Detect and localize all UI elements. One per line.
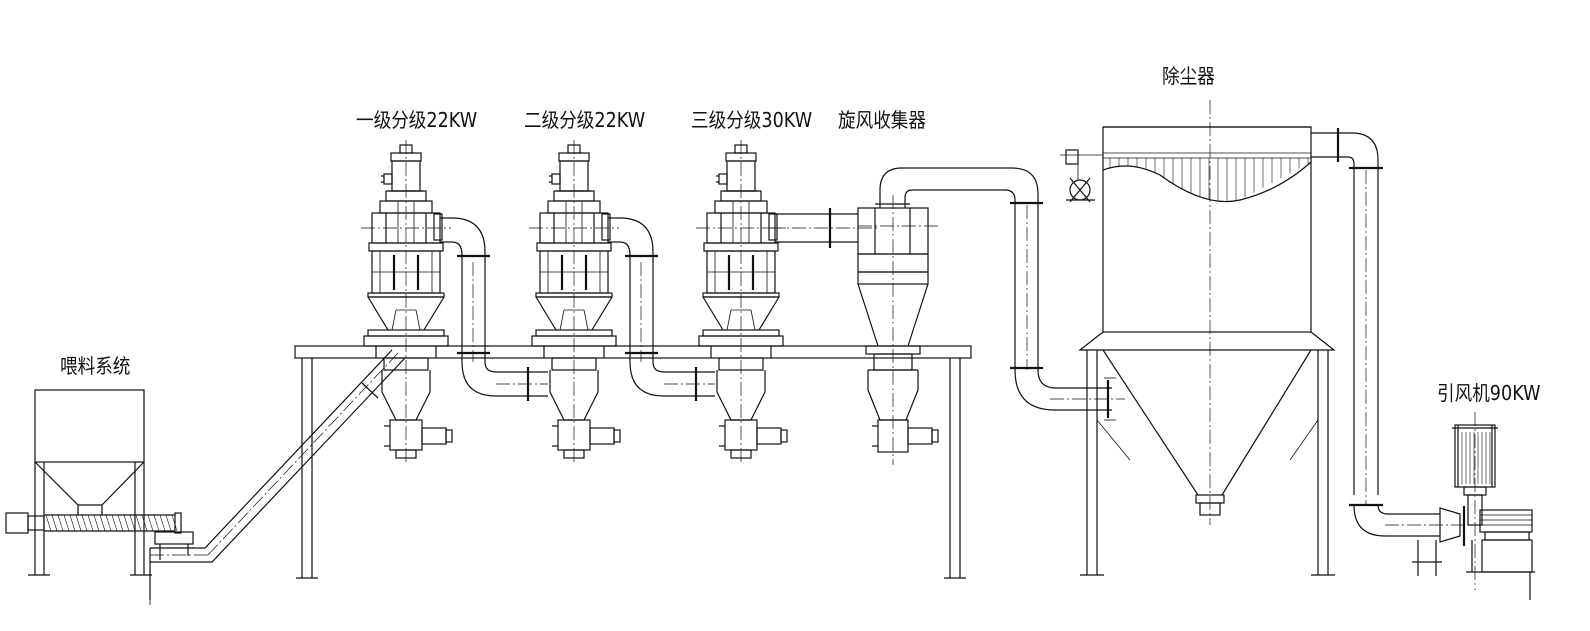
label-induced-fan: 引风机90KW <box>1437 381 1541 405</box>
classifier-group <box>361 140 788 465</box>
label-classifier-3: 三级分级30KW <box>691 108 813 132</box>
pipe-classifier1-to-2 <box>440 217 548 401</box>
dust-collector <box>1060 100 1336 576</box>
label-dust-collector: 除尘器 <box>1162 64 1215 88</box>
pipe-classifier3-to-cyclone <box>770 208 880 248</box>
induced-fan <box>1412 412 1535 600</box>
classifier-3 <box>696 140 788 465</box>
label-classifier-1: 一级分级22KW <box>356 108 478 132</box>
classifier-2 <box>529 140 621 465</box>
pipe-cyclone-to-dust-collector <box>879 167 1125 421</box>
feed-hopper <box>28 389 152 576</box>
label-classifier-2: 二级分级22KW <box>524 108 646 132</box>
screw-conveyor <box>5 512 182 534</box>
pipe-classifier2-to-3 <box>608 217 715 401</box>
classifier-1 <box>361 140 453 465</box>
inclined-conveying-pipe <box>149 349 406 605</box>
main-platform <box>294 345 972 579</box>
label-cyclone-collector: 旋风收集器 <box>838 108 926 132</box>
pipe-dust-collector-to-fan <box>1311 128 1470 537</box>
label-feeding-system: 喂料系统 <box>60 354 131 378</box>
cyclone-collector <box>857 195 940 465</box>
